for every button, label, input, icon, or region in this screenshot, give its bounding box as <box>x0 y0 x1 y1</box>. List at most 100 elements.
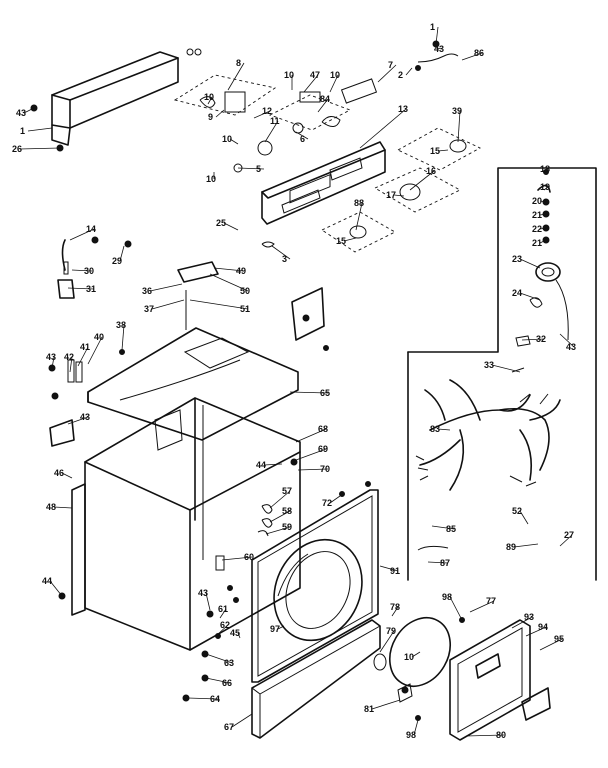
leader-line <box>491 364 521 373</box>
leader-line <box>539 239 547 244</box>
callout-number: 36 <box>142 286 152 296</box>
leader-line <box>67 416 89 425</box>
callout-number: 10 <box>204 92 214 102</box>
leader-line <box>457 110 461 143</box>
callout-number: 79 <box>386 626 396 636</box>
timer-hardware-parts <box>511 169 569 373</box>
leader-line <box>265 526 291 535</box>
leader-line <box>49 580 63 597</box>
callout-number: 12 <box>262 106 272 116</box>
callout-number: 89 <box>506 542 516 552</box>
callout-number: 38 <box>116 320 126 330</box>
callout-number: 15 <box>430 146 440 156</box>
callout-number: 18 <box>540 164 550 174</box>
leader-line <box>227 62 245 91</box>
leader-line <box>289 391 329 394</box>
leader-line <box>221 556 253 561</box>
callout-number: 93 <box>524 612 534 622</box>
callout-number: 15 <box>336 236 346 246</box>
callout-number: 50 <box>240 286 250 296</box>
callout-number: 2 <box>398 70 403 80</box>
callout-number: 86 <box>474 48 484 58</box>
callout-number: 62 <box>220 620 230 630</box>
leader-line <box>69 228 95 241</box>
callout-number: 7 <box>388 60 393 70</box>
callout-number: 47 <box>310 70 320 80</box>
leader-line <box>209 273 249 292</box>
leader-line <box>205 677 231 684</box>
leader-line <box>119 245 125 262</box>
leader-line <box>237 167 265 170</box>
leader-line <box>511 616 533 629</box>
callout-number: 42 <box>64 352 74 362</box>
callout-number: 81 <box>364 704 374 714</box>
callout-number: 98 <box>406 730 416 740</box>
leader-line <box>253 110 271 119</box>
leader-line <box>205 653 233 664</box>
leader-line <box>513 543 539 548</box>
callout-number: 31 <box>86 284 96 294</box>
wiring-harness <box>415 379 561 551</box>
callout-number: 32 <box>536 334 546 344</box>
callout-number: 1 <box>430 22 435 32</box>
leader-line <box>519 510 529 525</box>
leader-line <box>359 108 407 149</box>
leader-line <box>297 468 329 471</box>
callout-number: 68 <box>318 424 328 434</box>
front-panel <box>251 481 379 683</box>
callout-number: 8 <box>236 58 241 68</box>
callout-number: 59 <box>282 522 292 532</box>
leader-line <box>19 147 61 150</box>
callout-number: 44 <box>256 460 266 470</box>
leader-line <box>53 506 73 509</box>
callout-number: 43 <box>16 108 26 118</box>
cabinet-body <box>58 397 301 651</box>
callout-number: 46 <box>54 468 64 478</box>
callout-number: 3 <box>282 254 287 264</box>
callout-number: 25 <box>216 218 226 228</box>
leader-line <box>393 194 405 197</box>
callout-number: 97 <box>270 624 280 634</box>
leader-line <box>23 107 35 114</box>
leader-line <box>67 287 95 290</box>
leader-line <box>543 186 549 191</box>
callout-number: 77 <box>486 596 496 606</box>
callout-number: 49 <box>236 266 246 276</box>
callout-number: 84 <box>320 94 330 104</box>
wiring-harness-box <box>407 167 597 581</box>
control-panel-part <box>261 141 386 225</box>
callout-number: 45 <box>230 628 240 638</box>
leader-line <box>217 624 229 635</box>
leader-line <box>27 127 53 132</box>
leader-line <box>271 245 291 260</box>
leader-line <box>413 719 419 736</box>
leader-line <box>405 67 413 76</box>
leader-line <box>521 338 545 341</box>
leader-line <box>231 713 253 728</box>
callout-number: 43 <box>46 352 56 362</box>
leader-lines <box>19 26 575 737</box>
leader-line <box>427 561 449 564</box>
leader-line <box>69 356 73 373</box>
leader-line <box>277 625 285 630</box>
leader-line <box>71 269 93 272</box>
leader-line <box>207 96 213 105</box>
leader-line <box>539 638 563 651</box>
callout-number: 65 <box>320 388 330 398</box>
leader-line <box>355 202 363 231</box>
leader-line <box>87 336 103 365</box>
leader-line <box>391 606 399 617</box>
leader-line <box>295 448 327 461</box>
callout-number: 13 <box>398 104 408 114</box>
leader-line <box>215 109 225 118</box>
leader-line <box>151 299 185 310</box>
leader-line <box>431 525 455 530</box>
leader-line <box>269 510 291 523</box>
leader-line <box>223 222 239 231</box>
callout-number: 94 <box>538 622 548 632</box>
callout-number: 85 <box>446 524 456 534</box>
leader-line <box>449 596 463 621</box>
callout-number: 72 <box>322 498 332 508</box>
